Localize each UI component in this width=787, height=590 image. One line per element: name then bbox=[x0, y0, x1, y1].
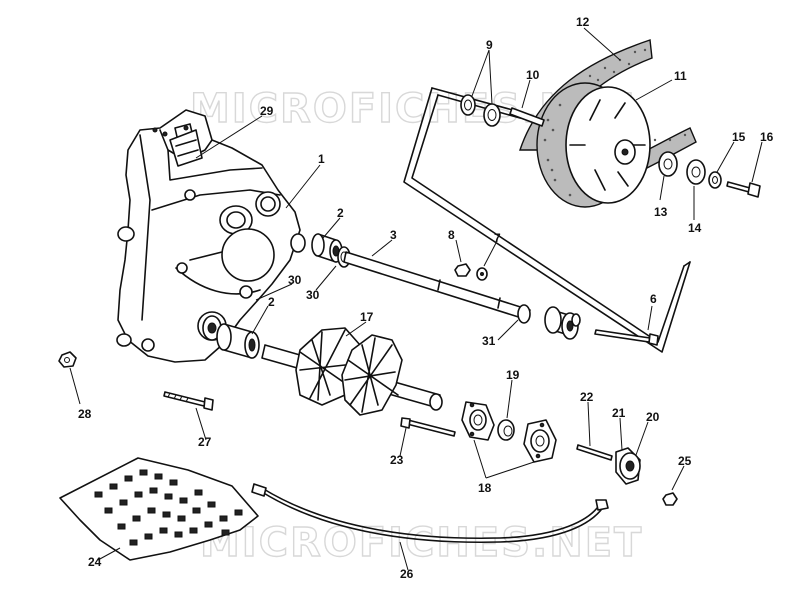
bearing-upper bbox=[290, 233, 343, 263]
end-cap-20 bbox=[619, 452, 641, 480]
label-part-29: 29 bbox=[260, 104, 274, 118]
label-part-2-upper: 2 bbox=[337, 206, 344, 220]
part-labels: 1 2 2 3 6 7 8 9 10 11 12 13 14 15 16 17 … bbox=[78, 15, 774, 581]
label-part-30-lower: 30 bbox=[306, 288, 320, 302]
label-part-21: 21 bbox=[612, 406, 626, 420]
washer-14 bbox=[686, 159, 706, 185]
bearing-31 bbox=[517, 304, 581, 340]
bolt-16 bbox=[726, 181, 761, 198]
label-part-20: 20 bbox=[646, 410, 660, 424]
label-part-24: 24 bbox=[88, 555, 102, 569]
nut-8 bbox=[454, 263, 471, 277]
track-drive-shaft bbox=[261, 327, 443, 416]
label-part-17: 17 bbox=[360, 310, 374, 324]
bolt-6 bbox=[594, 329, 659, 346]
label-part-31: 31 bbox=[482, 334, 496, 348]
label-part-22: 22 bbox=[580, 390, 594, 404]
plate-24 bbox=[59, 457, 259, 561]
bearing-lower bbox=[216, 323, 260, 359]
label-part-13: 13 bbox=[654, 205, 668, 219]
belt-enclosure-outline bbox=[403, 87, 691, 353]
axle-22 bbox=[576, 444, 613, 461]
chaincase-housing bbox=[116, 109, 301, 363]
key-pin bbox=[509, 107, 545, 127]
label-part-6: 6 bbox=[650, 292, 657, 306]
lock-washer-15 bbox=[708, 171, 722, 189]
bolt-27 bbox=[163, 391, 214, 411]
bearing-19 bbox=[497, 419, 515, 441]
label-part-1: 1 bbox=[318, 152, 325, 166]
label-part-19: 19 bbox=[506, 368, 520, 382]
washer-pair bbox=[460, 94, 501, 127]
drive-sprocket bbox=[536, 82, 651, 208]
label-part-30-right: 30 bbox=[288, 273, 302, 287]
nut-28 bbox=[58, 351, 77, 368]
leader-lines bbox=[69, 27, 763, 571]
label-part-28: 28 bbox=[78, 407, 92, 421]
label-part-2-lower: 2 bbox=[268, 295, 275, 309]
label-part-15: 15 bbox=[732, 130, 746, 144]
label-part-16: 16 bbox=[760, 130, 774, 144]
bearing-flange-18a bbox=[461, 401, 495, 441]
label-part-12: 12 bbox=[576, 15, 590, 29]
spacer-13 bbox=[658, 151, 678, 177]
nut-25 bbox=[662, 492, 678, 506]
label-part-27: 27 bbox=[198, 435, 212, 449]
label-part-8: 8 bbox=[448, 228, 455, 242]
bracket-29 bbox=[169, 129, 203, 167]
cable-26 bbox=[251, 483, 609, 544]
label-part-10: 10 bbox=[526, 68, 540, 82]
label-part-25: 25 bbox=[678, 454, 692, 468]
washer-7 bbox=[476, 267, 488, 281]
label-part-11: 11 bbox=[674, 69, 687, 83]
label-part-23: 23 bbox=[390, 453, 404, 467]
label-part-9: 9 bbox=[486, 38, 493, 52]
label-part-26: 26 bbox=[400, 567, 414, 581]
label-part-14: 14 bbox=[688, 221, 702, 235]
bolt-23 bbox=[400, 417, 456, 437]
label-part-18: 18 bbox=[478, 481, 492, 495]
label-part-7: 7 bbox=[494, 231, 501, 245]
bearing-flange-18b bbox=[523, 419, 557, 463]
label-part-3: 3 bbox=[390, 228, 397, 242]
